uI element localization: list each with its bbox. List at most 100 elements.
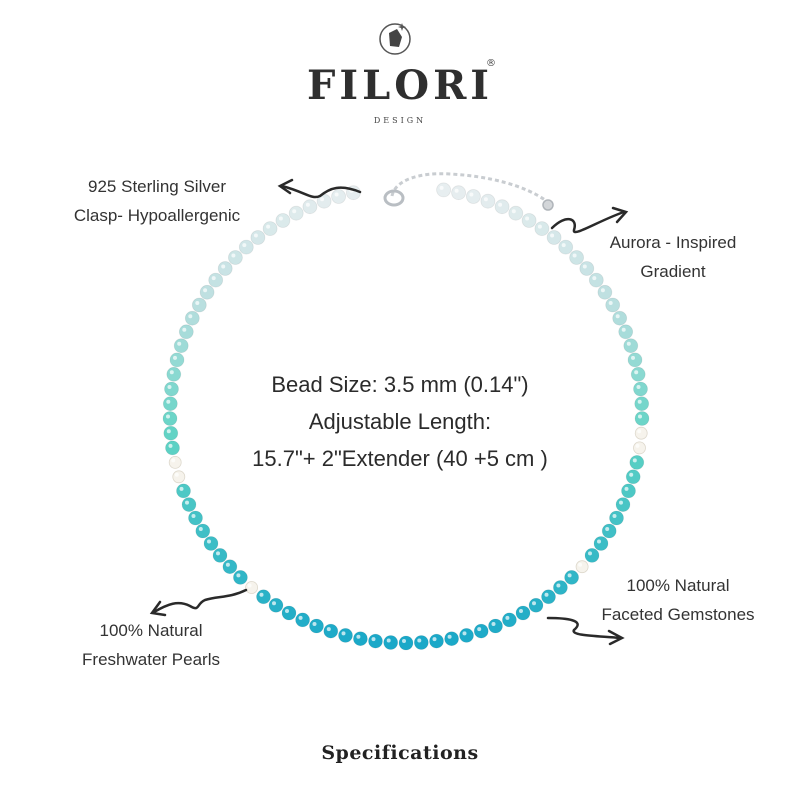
- gemstone-bead: [162, 396, 178, 412]
- gemstone-bead: [564, 570, 579, 585]
- gemstone-bead: [429, 633, 444, 649]
- bead-highlight: [621, 327, 626, 332]
- gemstone-bead: [488, 618, 503, 634]
- gemstone-bead: [166, 366, 182, 382]
- gemstones-callout: 100% Natural Faceted Gemstones: [580, 571, 776, 629]
- specifications-text: Bead Size: 3.5 mm (0.14") Adjustable Len…: [160, 366, 640, 477]
- gemstone-bead: [176, 483, 191, 499]
- bead-highlight: [447, 634, 452, 639]
- gemstone-bead: [217, 261, 233, 276]
- bead-highlight: [525, 216, 530, 221]
- bead-highlight: [511, 209, 516, 214]
- bead-highlight: [326, 627, 331, 632]
- pearl-bead: [245, 581, 259, 594]
- clasp-arrow: [280, 184, 362, 199]
- bead-highlight: [462, 631, 467, 636]
- gemstone-bead: [521, 213, 537, 228]
- bead-highlight: [231, 253, 236, 258]
- bead-highlight: [195, 301, 200, 305]
- gemstone-bead: [633, 381, 648, 397]
- bead-highlight: [544, 592, 549, 597]
- gemstone-bead: [534, 221, 550, 237]
- gemstone-bead: [309, 618, 324, 634]
- gemstone-bead: [331, 189, 347, 204]
- bead-highlight: [626, 341, 631, 346]
- bead-highlight: [188, 314, 193, 319]
- bead-highlight: [505, 615, 510, 620]
- bead-highlight: [417, 638, 422, 643]
- bead-highlight: [167, 385, 172, 389]
- gemstone-bead: [528, 597, 544, 613]
- gradient-callout: Aurora - Inspired Gradient: [588, 228, 758, 286]
- bead-highlight: [225, 562, 230, 567]
- gemstone-bead: [629, 454, 645, 470]
- gemstone-bead: [169, 352, 185, 368]
- gemstone-bead: [256, 589, 271, 605]
- bead-highlight: [356, 634, 361, 639]
- gemstone-bead: [178, 324, 194, 340]
- gemstone-bead: [338, 628, 353, 643]
- gemstone-bead: [605, 297, 621, 313]
- bead-highlight: [166, 429, 171, 434]
- bead-highlight: [532, 601, 536, 606]
- bead-highlight: [567, 573, 572, 578]
- clasp-callout-line1: 925 Sterling Silver: [88, 177, 226, 196]
- bead-highlight: [612, 514, 617, 518]
- bead-highlight: [588, 551, 592, 556]
- gemstone-bead: [465, 189, 481, 204]
- clasp-arrowhead: [277, 178, 294, 195]
- gemstone-bead: [184, 310, 200, 326]
- bead-highlight: [550, 233, 555, 238]
- bead-highlight: [561, 243, 566, 248]
- gemstone-bead: [165, 440, 180, 456]
- bead-highlight: [216, 551, 220, 556]
- gemstone-bead: [199, 284, 215, 300]
- bead-highlight: [221, 264, 226, 269]
- gemstone-bead: [451, 185, 467, 201]
- gemstone-bead: [203, 536, 219, 551]
- pearls-callout-line2: Freshwater Pearls: [82, 650, 220, 669]
- bead-highlight: [278, 216, 283, 221]
- gemstone-bead: [262, 221, 278, 237]
- bead-highlight: [519, 609, 523, 613]
- bead-highlight: [624, 486, 629, 491]
- gemstone-bead: [508, 205, 524, 221]
- bead-highlight: [371, 637, 376, 642]
- gemstone-bead: [162, 411, 178, 426]
- gemstone-bead: [302, 199, 318, 215]
- bead-highlight: [615, 314, 620, 319]
- gradient-arrowhead: [611, 206, 629, 224]
- gradient-callout-line1: Aurora - Inspired: [609, 233, 737, 252]
- bead-highlight: [266, 224, 271, 229]
- bead-highlight: [491, 622, 496, 626]
- bead-highlight: [168, 443, 173, 448]
- gemstone-bead: [541, 589, 556, 605]
- gemstones-arrowhead: [607, 629, 625, 646]
- gemstone-bead: [383, 635, 399, 650]
- brand-subtitle: DESIGN: [373, 116, 427, 125]
- pearls-callout: 100% Natural Freshwater Pearls: [56, 616, 246, 674]
- bead-highlight: [169, 370, 174, 375]
- bead-highlight: [334, 192, 339, 197]
- gemstone-bead: [368, 633, 383, 649]
- gemstone-bead: [222, 559, 238, 575]
- gemstone-bead: [195, 523, 211, 539]
- bead-highlight: [177, 341, 182, 346]
- bead-highlight: [605, 527, 610, 531]
- bead-highlight: [253, 233, 258, 238]
- bead-highlight: [608, 301, 613, 305]
- gemstone-circle-icon: [379, 23, 411, 55]
- bead-highlight: [582, 264, 587, 269]
- gemstone-bead: [627, 352, 643, 368]
- pearls-arrow: [152, 588, 248, 614]
- gemstone-bead: [515, 605, 531, 621]
- clasp-callout-line2: Clasp- Hypoallergenic: [73, 206, 241, 225]
- gemstone-bead: [601, 523, 617, 539]
- bead-highlight: [272, 601, 276, 606]
- bead-highlight: [171, 458, 176, 463]
- gemstone-bead: [553, 580, 568, 595]
- bead-highlight: [166, 399, 171, 404]
- bead-highlight: [619, 500, 623, 505]
- gemstone-bead: [188, 510, 203, 526]
- bead-highlight: [454, 188, 459, 193]
